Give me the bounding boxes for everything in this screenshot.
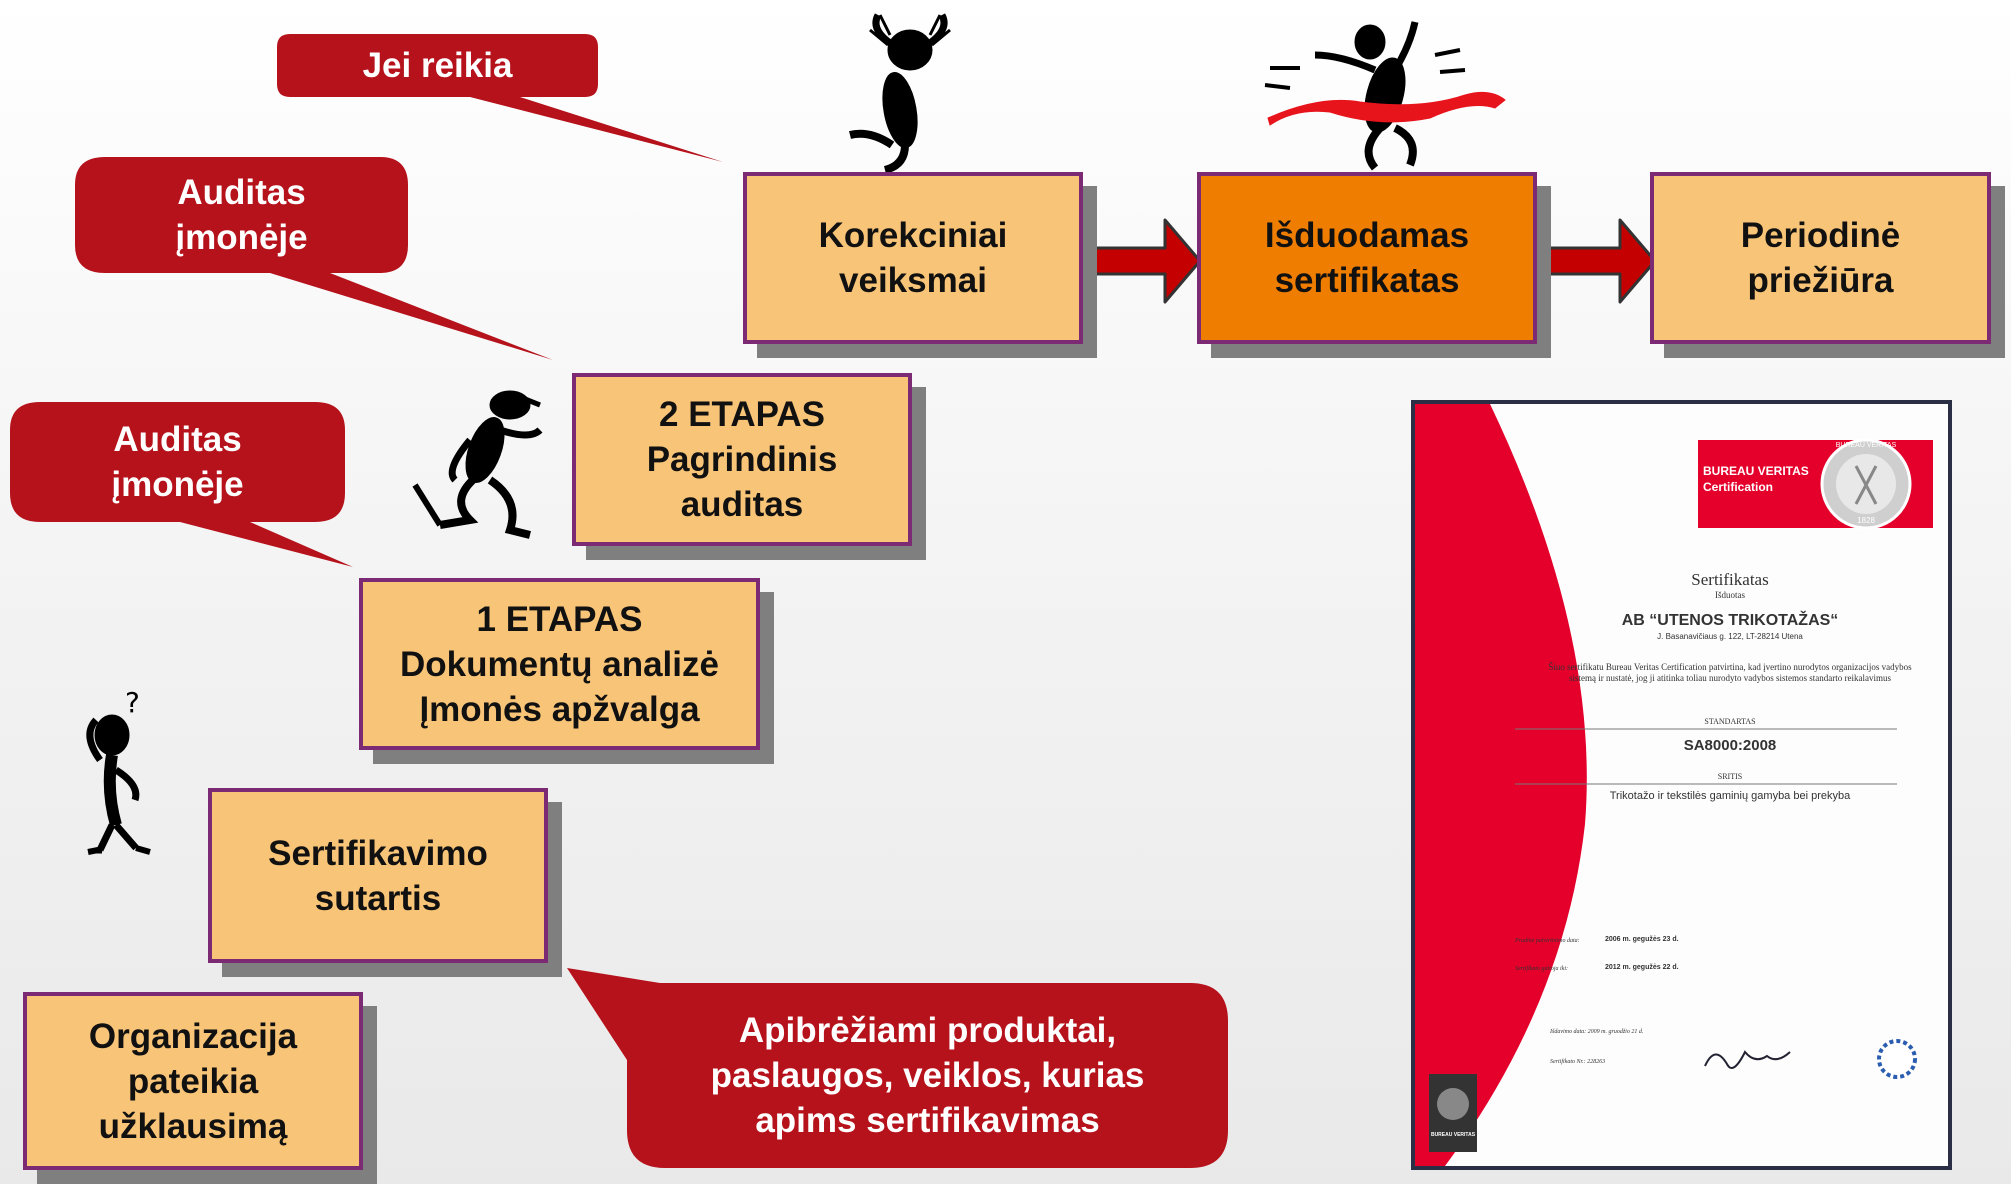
- finish-line-figure-icon: [1264, 21, 1506, 171]
- box-etapas2: 2 ETAPAS Pagrindinis auditas: [572, 373, 912, 546]
- box-organizacija: Organizacija pateikia užklausimą: [23, 992, 363, 1170]
- arrow-isduodamas-to-periodine: [1536, 218, 1657, 304]
- running-figure-icon: [412, 390, 543, 539]
- cert-date2-label: Sertifikato galioja iki:: [1515, 966, 1568, 972]
- cert-title: Sertifikatas: [1691, 570, 1769, 589]
- cert-issue-date: Išdavimo data: 2009 m. gruodžio 21 d.: [1550, 1029, 1644, 1035]
- certificate-background: [1429, 404, 1948, 1166]
- svg-text:?: ?: [125, 686, 140, 719]
- cert-company: AB “UTENOS TRIKOTAŽAS“: [1621, 612, 1839, 629]
- cert-seal-year: 1828: [1857, 516, 1875, 525]
- cert-standard-label: STANDARTAS: [1704, 717, 1756, 726]
- cert-brand-line1: BUREAU VERITAS: [1703, 464, 1809, 478]
- frustrated-figure-icon: [849, 13, 951, 174]
- box-etapas1: 1 ETAPAS Dokumentų analizė Įmonės apžval…: [359, 578, 760, 750]
- box-isduodamas: Išduodamas sertifikatas: [1197, 172, 1537, 344]
- bubble-jei-reikia-shape: [277, 34, 723, 162]
- bubble-auditas-mid: Auditas įmonėje: [111, 420, 244, 504]
- thinking-figure-icon: ?: [86, 686, 151, 855]
- cert-statement: Šiuo sertifikatu Bureau Veritas Certific…: [1548, 662, 1912, 683]
- cert-date2: 2012 m. gegužės 22 d.: [1605, 964, 1679, 971]
- bubble-auditas-top: Auditas įmonėje: [175, 173, 308, 257]
- bubble-jei-reikia: Jei reikia: [362, 46, 513, 85]
- bubble-auditas-top-shape: [75, 157, 553, 360]
- box-korekciniai: Korekciniai veiksmai: [743, 172, 1083, 344]
- cert-footer-badge: BUREAU VERITAS: [1430, 1132, 1476, 1138]
- bubble-apibreziami: Apibrėžiami produktai, paslaugos, veiklo…: [710, 1011, 1145, 1140]
- cert-issued: Išduotas: [1715, 590, 1745, 600]
- cert-standard: SA8000:2008: [1683, 737, 1777, 754]
- cert-date1-label: Pradinė patvirtinimo data:: [1515, 938, 1580, 944]
- cert-date1: 2006 m. gegužės 23 d.: [1605, 936, 1679, 943]
- box-sutartis: Sertifikavimo sutartis: [208, 788, 548, 963]
- cert-scope: Trikotažo ir tekstilės gaminių gamyba be…: [1609, 790, 1851, 802]
- cert-seal-top: BUREAU VERITAS: [1835, 442, 1897, 449]
- cert-number: Sertifikato Nr.: 228263: [1550, 1059, 1606, 1065]
- cert-scope-label: SRITIS: [1717, 772, 1743, 781]
- cert-brand-line2: Certification: [1703, 480, 1774, 494]
- bubble-auditas-mid-shape: [10, 402, 353, 567]
- box-periodine: Periodinė priežiūra: [1650, 172, 1991, 344]
- bubble-apibreziami-shape: [567, 968, 1228, 1168]
- cert-address: J. Basanavičiaus g. 122, LT-28214 Utena: [1657, 632, 1803, 641]
- certificate-document: BUREAU VERITAS Certification BUREAU VERI…: [1411, 400, 1952, 1170]
- arrow-korekciniai-to-isduodamas: [1083, 218, 1202, 304]
